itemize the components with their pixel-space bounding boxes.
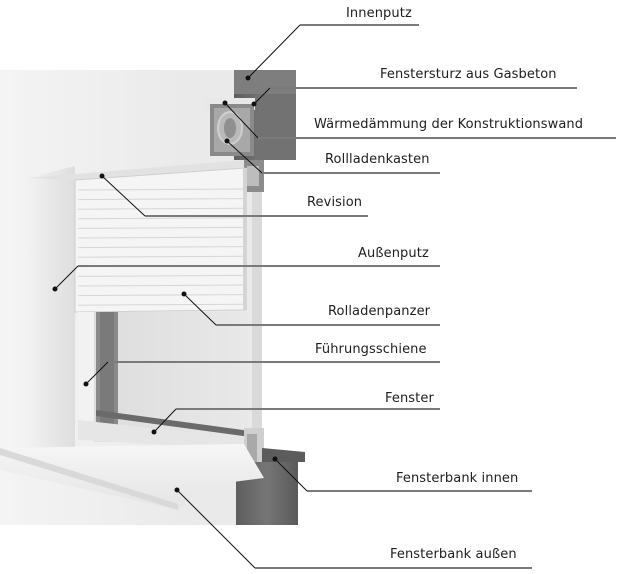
leader-diagonal-fuehrungsschiene — [85, 361, 109, 385]
roller-shutter-curtain — [74, 167, 247, 313]
shutter-slat — [77, 246, 244, 249]
pointer-dot-fensterbank-aussen — [174, 487, 180, 493]
pointer-dot-revision — [99, 173, 105, 179]
shutter-slat — [77, 255, 244, 258]
label-fenster: Fenster — [385, 391, 434, 406]
pointer-dot-fuehrungsschiene — [83, 381, 89, 387]
pointer-dot-innenputz — [245, 75, 251, 81]
exterior-sill — [0, 444, 264, 510]
shutter-slat — [77, 198, 244, 201]
shutter-slat — [77, 284, 244, 287]
shutter-slat — [77, 207, 244, 210]
label-innenputz: Innenputz — [346, 6, 412, 21]
label-aussenputz: Außenputz — [358, 246, 429, 261]
label-fensterbank-aussen: Fensterbank außen — [390, 547, 517, 562]
leader-diagonal-fensterbank-innen — [274, 458, 308, 492]
leader-diagonal-fensterbank-aussen — [176, 489, 256, 569]
pointer-dot-fenstersturz — [251, 101, 257, 107]
label-rollladenkasten: Rollladenkasten — [325, 152, 430, 167]
label-fensterbank-innen: Fensterbank innen — [396, 471, 519, 486]
pointer-dot-rollladenkasten — [224, 138, 230, 144]
pointer-dot-aussenputz — [52, 286, 58, 292]
shutter-slat — [77, 236, 244, 239]
window-frame — [78, 312, 264, 474]
leader-diagonal-rolladenpanzer — [183, 293, 217, 326]
leader-diagonal-waermedaemmung — [224, 102, 259, 139]
leader-diagonal-revision — [101, 175, 146, 217]
leader-diagonal-aussenputz — [54, 265, 79, 290]
window-reveal — [27, 160, 245, 455]
shutter-slat — [77, 188, 244, 191]
leader-diagonal-fenster — [153, 408, 177, 433]
label-fuehrungsschiene: Führungsschiene — [315, 342, 427, 357]
label-rolladenpanzer: Rolladenpanzer — [328, 304, 431, 319]
shutter-slat — [77, 303, 244, 306]
leader-lines — [52, 24, 616, 569]
shutter-slat — [77, 294, 244, 297]
leader-diagonal-rollladenkasten — [226, 140, 263, 174]
shutter-slat — [77, 226, 244, 229]
shutter-slat — [77, 217, 244, 220]
roller-box — [210, 104, 264, 192]
leader-diagonal-fenstersturz — [253, 87, 271, 105]
pointer-dot-fensterbank-innen — [272, 456, 278, 462]
leader-diagonal-innenputz — [247, 24, 301, 79]
label-fenstersturz: Fenstersturz aus Gasbeton — [380, 67, 557, 82]
label-revision: Revision — [307, 195, 363, 210]
pointer-dot-fenster — [151, 429, 157, 435]
shutter-slat — [77, 274, 244, 277]
label-waermedaemmung: Wärmedämmung der Konstruktionswand — [314, 117, 584, 132]
pointer-dot-rolladenpanzer — [181, 291, 187, 297]
pointer-dot-waermedaemmung — [222, 100, 228, 106]
